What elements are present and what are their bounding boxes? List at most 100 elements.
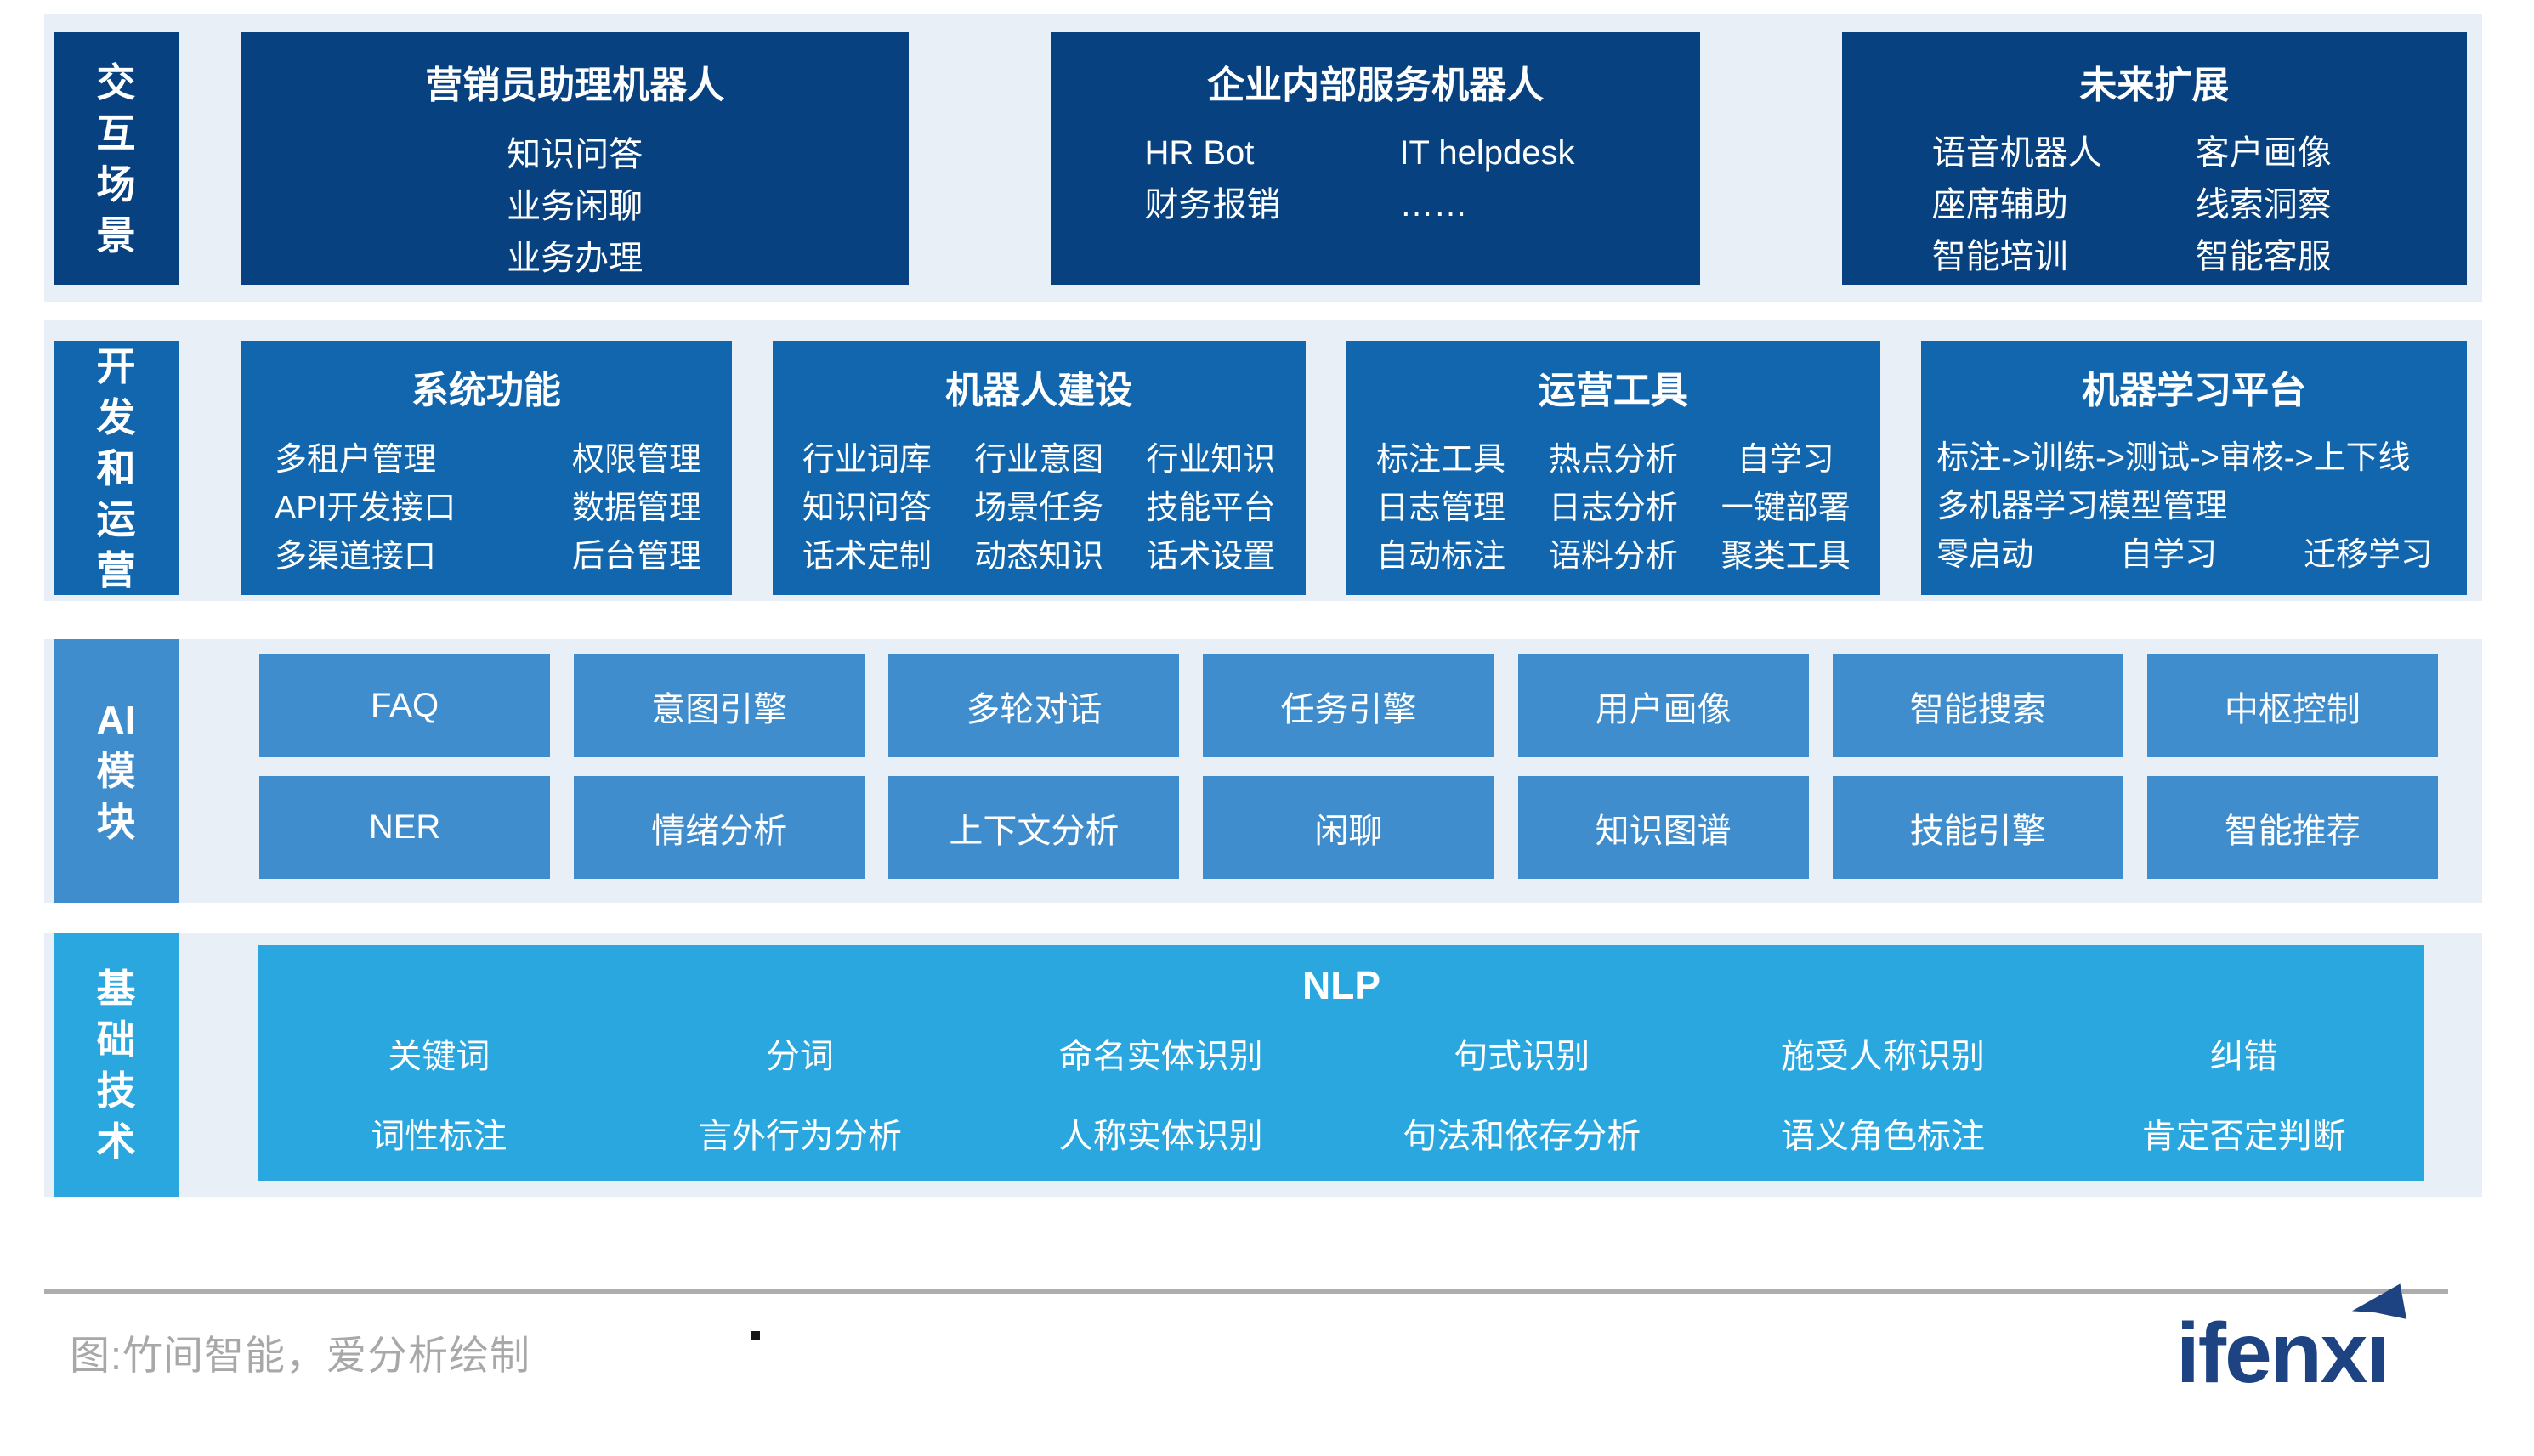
box-grid-item: 场景任务 [974, 490, 1104, 526]
diagram-box: 运营工具标注工具热点分析自学习日志管理日志分析一键部署自动标注语料分析聚类工具 [1346, 341, 1881, 595]
nlp-grid: 关键词分词命名实体识别句式识别施受人称识别纠错词性标注言外行为分析人称实体识别句… [258, 1028, 2424, 1158]
row-label-line: 块 [96, 800, 136, 844]
nlp-item: 分词 [765, 1038, 834, 1075]
box-grid-item: …… [1399, 186, 1468, 224]
box-title: 系统功能 [411, 370, 561, 411]
row-label-dev-and-ops: 开发和运营 [54, 341, 179, 595]
box-line-item: 业务办理 [507, 240, 643, 277]
nlp-item: 词性标注 [371, 1118, 507, 1155]
box-grid-item: API开发接口 [275, 490, 456, 526]
ai-module: 闲聊 [1203, 776, 1494, 879]
ai-module: FAQ [259, 654, 551, 757]
row-label-line: 交 [96, 59, 136, 105]
ai-module: 上下文分析 [888, 776, 1180, 879]
diagram-box: 营销员助理机器人知识问答业务闲聊业务办理 [241, 32, 910, 285]
box-grid-item: 迁移学习 [2303, 537, 2433, 573]
box-grid-item: 智能培训 [1931, 238, 2068, 275]
box-title: 营销员助理机器人 [425, 65, 725, 106]
box-line-item: 业务闲聊 [507, 188, 643, 225]
nlp-title: NLP [1302, 963, 1380, 1007]
box-grid-item: IT helpdesk [1399, 134, 1575, 172]
row-label-line: 互 [96, 110, 136, 156]
box-title: 企业内部服务机器人 [1207, 65, 1545, 106]
ai-module: 多轮对话 [888, 654, 1180, 757]
logo-arrow-icon [2352, 1283, 2407, 1319]
box-line-item: 多机器学习模型管理 [1936, 489, 2228, 524]
box-title: 机器学习平台 [2082, 370, 2307, 411]
box-grid-item: 话术定制 [802, 539, 932, 575]
stray-dot [751, 1331, 760, 1340]
box-title: 运营工具 [1538, 370, 1688, 411]
row-label-line: 模 [96, 749, 136, 793]
box-grid-item: 知识问答 [802, 490, 932, 526]
nlp-item: 语义角色标注 [1780, 1118, 1985, 1155]
box-grid-item: 行业知识 [1146, 442, 1276, 478]
box-grid-item: 话术设置 [1146, 539, 1276, 575]
ifenxi-logo: ifenxı [2176, 1283, 2407, 1396]
box-grid-item: 技能平台 [1146, 490, 1276, 526]
logo-text-head: ifenx [2176, 1306, 2367, 1401]
ai-module: 任务引擎 [1203, 654, 1494, 757]
row-label-line: 础 [96, 1017, 136, 1062]
box-grid-item: 动态知识 [974, 539, 1104, 575]
row-label-line: 和 [96, 445, 136, 490]
nlp-item: 施受人称识别 [1780, 1038, 1985, 1075]
box-grid-item: 财务报销 [1144, 186, 1281, 224]
box-grid-item: 日志管理 [1375, 490, 1505, 526]
nlp-item: 言外行为分析 [697, 1118, 902, 1155]
nlp-item: 句法和依存分析 [1403, 1118, 1641, 1155]
box-grid: 行业词库 行业意图 行业知识知识问答 场景任务 技能平台话术定制 动态知识 话术设置 [773, 436, 1306, 581]
ai-module: NER [259, 776, 551, 879]
box-grid-item: 热点分析 [1548, 442, 1678, 478]
box-grid-item: 一键部署 [1721, 490, 1851, 526]
box-grid-item: 语音机器人 [1931, 134, 2102, 172]
box-grid-item: 行业词库 [802, 442, 932, 478]
nlp-item: 关键词 [388, 1038, 490, 1075]
row-label-line: AI [96, 698, 136, 742]
figure-caption: 图:竹间智能，爱分析绘制 [70, 1333, 531, 1378]
box-lines: 标注->训练->测试->审核->上下线多机器学习模型管理 [1921, 434, 2467, 531]
box-grid-item: 日志分析 [1548, 490, 1678, 526]
box-grid-item: 聚类工具 [1721, 539, 1851, 575]
box-grid-item: 行业意图 [974, 442, 1104, 478]
box-grid-item: 语料分析 [1548, 539, 1678, 575]
ai-module: 技能引擎 [1832, 776, 2123, 879]
box-title: 未来扩展 [2079, 65, 2230, 106]
box-grid-item: 智能客服 [2195, 238, 2332, 275]
box-grid-item: 客户画像 [2195, 134, 2332, 172]
logo-last-i: ı [2352, 1283, 2407, 1396]
nlp-item: 句式识别 [1454, 1038, 1590, 1075]
ai-module: 意图引擎 [574, 654, 865, 757]
box-grid-item: 自学习 [2120, 537, 2218, 573]
row-label-line: 开 [96, 343, 136, 388]
box-bottom-row: 零启动自学习迁移学习 [1921, 531, 2467, 580]
box-grid-item: 座席辅助 [1931, 186, 2068, 224]
row-label-ai-modules: AI 模块 [54, 639, 179, 903]
row-label-line: 术 [96, 1119, 136, 1164]
box-grid-item: 线索洞察 [2195, 186, 2332, 224]
row-label-interaction-scenarios: 交互场景 [54, 32, 179, 285]
ai-module: 智能搜索 [1832, 654, 2123, 757]
diagram-box: 机器学习平台标注->训练->测试->审核->上下线多机器学习模型管理零启动自学习… [1921, 341, 2467, 595]
row-label-line: 场 [96, 161, 136, 207]
row-label-line: 景 [96, 212, 136, 258]
nlp-item: 人称实体识别 [1058, 1118, 1263, 1155]
ai-module: 中枢控制 [2146, 654, 2438, 757]
nlp-item: 肯定否定判断 [2141, 1118, 2346, 1155]
ai-module: 知识图谱 [1517, 776, 1809, 879]
diagram-box: 机器人建设行业词库行业意图行业知识知识问答场景任务技能平台话术定制动态知识话术设… [772, 341, 1306, 595]
diagram-box: 未来扩展语音机器人 客户画像座席辅助 线索洞察智能培训 智能客服 [1841, 32, 2467, 285]
box-grid: 语音机器人 客户画像座席辅助 线索洞察智能培训 智能客服 [1842, 127, 2467, 283]
row-label-line: 运 [96, 496, 136, 541]
